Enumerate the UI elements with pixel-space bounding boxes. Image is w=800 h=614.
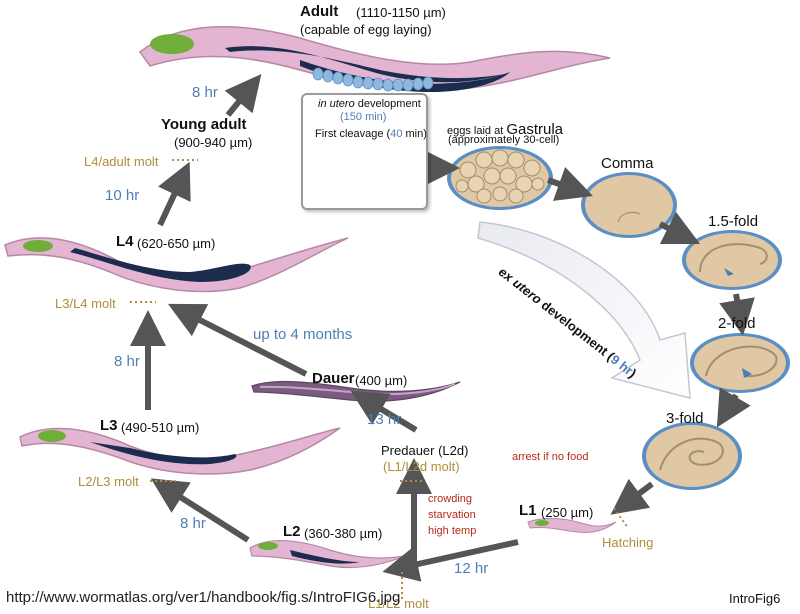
fold-3-egg [642,422,742,490]
predauer-molt: (L1/L2d molt) [383,459,460,474]
first-cleavage-label: First cleavage (40 min) [315,128,427,140]
trigger-starvation: starvation [428,509,476,521]
duration-l4-to-young: 10 hr [105,187,140,204]
duration-l1-to-l2: 12 hr [454,560,489,577]
duration-dauer-to-l4: up to 4 months [253,326,353,343]
stage-arrows [130,74,755,582]
l3-label: L3 [100,417,118,434]
in-utero-box [301,93,428,210]
trigger-crowding: crowding [428,493,473,505]
l2-worm [249,540,406,569]
adult-label: Adult [300,3,339,20]
gastrula-note: (approximately 30-cell) [448,134,560,146]
fold-2-egg [690,333,790,393]
adult-worm [138,25,611,92]
l2-l3-molt: L2/L3 molt [78,474,139,489]
in-utero-title: in utero development [318,98,421,110]
comma-egg [581,172,677,238]
duration-l3-to-l4: 8 hr [114,353,140,370]
l3-size: (490-510 µm) [121,420,200,435]
ex-utero-arrow [477,221,691,399]
duration-l2-to-l3: 8 hr [180,515,206,532]
l2-size: (360-380 µm) [304,526,383,541]
eggs-laid-label: eggs laid at Gastrula [447,121,564,138]
hatching-label: Hatching [602,535,654,550]
arrest-label: arrest if no food [512,451,589,463]
predauer-label: Predauer (L2d) [381,443,469,458]
l4-label: L4 [116,233,134,250]
l1-size: (250 µm) [541,505,594,520]
young-adult-label: Young adult [161,116,247,133]
fold-3-label: 3-fold [666,410,704,427]
l1-label: L1 [519,502,537,519]
young-adult-size: (900-940 µm) [174,135,253,150]
fold-2-label: 2-fold [718,315,756,332]
comma-label: Comma [601,155,654,172]
l3-l4-molt: L3/L4 molt [55,296,116,311]
fold-1-5-egg [682,230,782,290]
duration-predauer-to-dauer: 13 hr [367,411,402,428]
dauer-size: (400 µm) [355,373,408,388]
l4-worm [4,237,349,293]
trigger-high-temp: high temp [428,525,477,537]
l2-label: L2 [283,523,301,540]
duration-young-to-adult: 8 hr [192,84,218,101]
dauer-label: Dauer [312,370,355,387]
l1-l2-molt: L1/L2 molt [368,596,429,611]
l3-worm [19,427,341,475]
l1-worm [527,517,617,533]
fold-1-5-label: 1.5-fold [708,213,759,230]
l4-size: (620-650 µm) [137,236,216,251]
source-url: http://www.wormatlas.org/ver1/handbook/f… [6,589,401,606]
figure-id: IntroFig6 [729,591,781,606]
gastrula-egg [447,146,553,210]
molt-markers [130,159,629,600]
adult-size: (1110-1150 µm) [356,5,446,20]
adult-note: (capable of egg laying) [300,22,432,37]
l4-adult-molt: L4/adult molt [84,154,159,169]
in-utero-time: (150 min) [340,111,387,123]
